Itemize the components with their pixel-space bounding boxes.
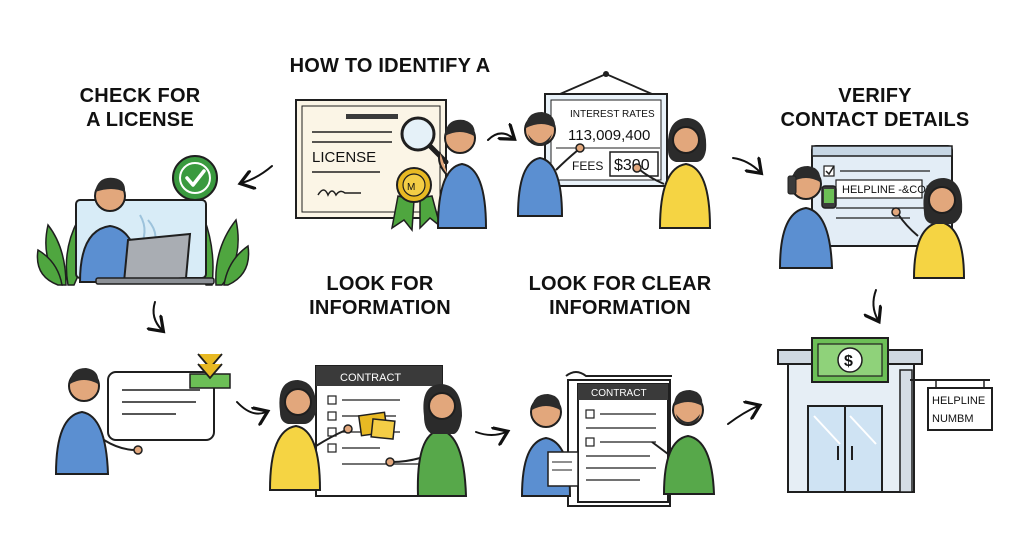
heading-line: LOOK FOR CLEAR [528,273,712,295]
arrow-rates-to-verify [732,158,760,172]
website-helpline: HELPLINE -&COM [842,184,935,196]
verify-scene: HELPLINE -&COM [778,145,966,279]
phone-icon [787,175,797,195]
person-rates-man [516,112,585,217]
gold-seal-icon: M [390,167,442,232]
heading-line: HOW TO IDENTIFY A [289,55,491,77]
arrow-verify-down [873,289,878,320]
flow-arrows [154,133,878,435]
rates-scene: INTEREST RATES 113,009,400 FEES $300 [516,71,712,229]
download-arrow-icon [189,353,231,389]
person-contract-woman-left [268,380,353,491]
magnifier-icon [400,116,449,165]
arrow-laptop-down [154,301,162,330]
arrow-contract-to-bank [727,406,758,425]
cash-symbol: $ [844,353,853,370]
contract-title-2: CONTRACT [591,388,647,399]
laptop-icon [95,232,215,285]
person-contract-woman-right [385,384,468,497]
person-phone-man [778,166,837,269]
person-rates-woman [632,118,712,229]
heading-line: A LICENSE [86,109,194,131]
person-chat [54,368,143,475]
heading-line: INFORMATION [309,297,451,319]
license-text: LICENSE [312,149,376,166]
arrow-chat-to-contract [236,401,266,414]
paper-note [547,451,579,487]
helpline-sign-line-1: HELPLINE [932,395,985,407]
heading-line: LOOK FOR [326,273,434,295]
bank-scene: $ HELPLINE NUMBM [777,337,993,493]
rates-title: INTEREST RATES [570,109,655,120]
laptop-scene [36,155,250,286]
arrow-to-check-license [242,165,273,183]
heading-line: CHECK FOR [79,85,201,107]
gold-ticket-icon [357,411,396,440]
check-badge-icon [172,155,218,201]
rates-value: 113,009,400 [568,127,650,144]
heading-line: CONTACT DETAILS [780,109,970,131]
fees-value: $300 [614,157,650,174]
chat-scene [54,353,231,475]
heading-look-for-information: LOOK FOR INFORMATION [290,272,470,320]
contract-scene-2: CONTRACT [520,371,716,507]
helpline-sign: HELPLINE NUMBM [910,379,993,431]
heading-verify-contact: VERIFY CONTACT DETAILS [770,84,980,132]
person-inspector [436,119,488,229]
contract-scene-1: CONTRACT [268,365,468,497]
heading-look-for-clear-information: LOOK FOR CLEAR INFORMATION [520,272,720,320]
arrow-contract-to-contract [475,432,506,435]
person-contract-man-right [651,390,716,495]
person-verify-woman [891,178,966,279]
cash-sign-icon: $ [811,337,889,383]
arrow-license-to-rates [487,133,513,141]
heading-line: VERIFY [838,85,912,107]
contract-title-1: CONTRACT [340,372,401,384]
heading-line: INFORMATION [549,297,691,319]
heading-check-license: CHECK FOR A LICENSE [60,84,220,132]
chat-bubble [107,371,215,441]
heading-how-to-identify: HOW TO IDENTIFY A [270,54,510,78]
fees-label: FEES [572,159,603,173]
person-contract-man-left [520,394,579,497]
svg-text:M: M [407,182,415,193]
license-scene: LICENSE M [295,99,488,232]
helpline-sign-line-2: NUMBM [932,413,974,425]
